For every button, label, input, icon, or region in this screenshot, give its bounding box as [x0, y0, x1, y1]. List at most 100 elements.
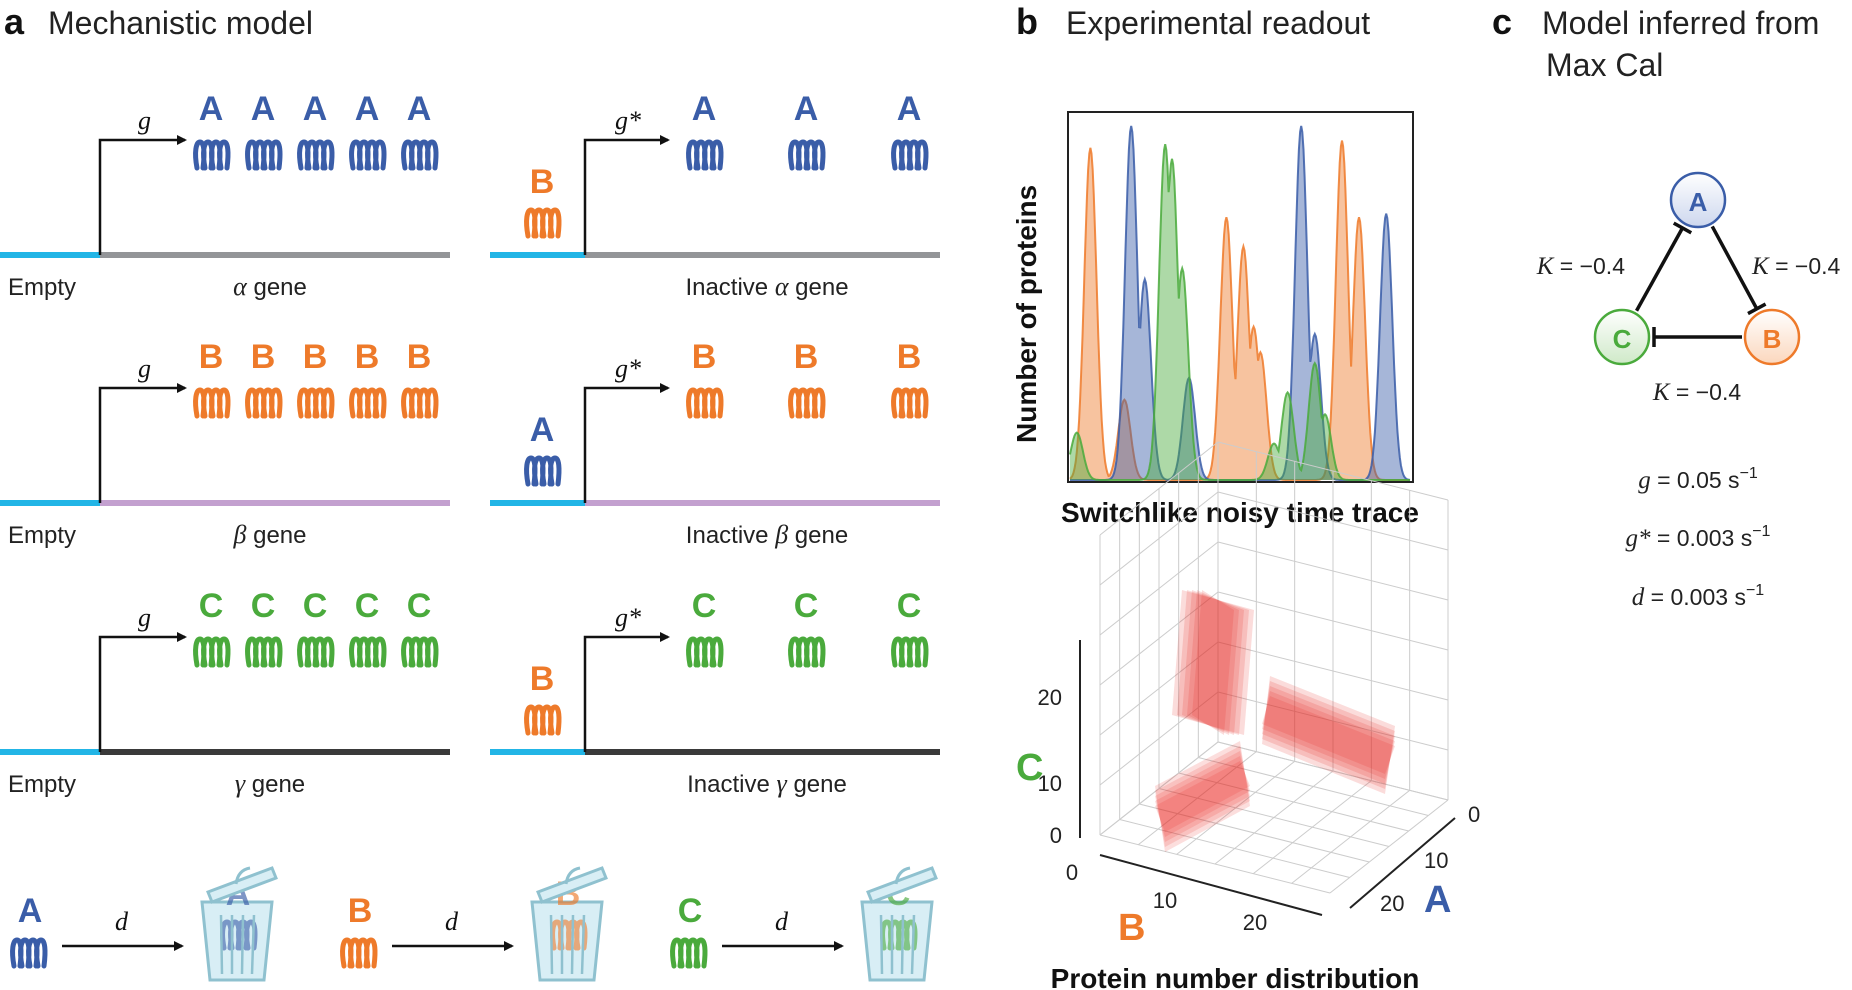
parameter-list: g = 0.05 s−1g* = 0.003 s−1d = 0.003 s−1	[1626, 465, 1771, 611]
inactive-word: Inactive	[685, 274, 774, 301]
protein-coil-icon	[788, 636, 826, 668]
protein-letter: B	[692, 338, 717, 376]
density-cell	[1155, 741, 1250, 852]
trash-lid	[206, 866, 278, 904]
empty-label: Empty	[8, 274, 76, 301]
protein-coil-icon	[891, 139, 929, 171]
trash-rib	[910, 914, 916, 975]
panel-c-title-line1: Model inferred from	[1542, 5, 1819, 41]
trash-handle	[234, 866, 251, 885]
protein-coil-icon	[297, 387, 335, 419]
gene-label: β gene	[232, 520, 306, 549]
gene-word: gene	[246, 522, 306, 549]
coupling-value: = −0.4	[1553, 253, 1625, 279]
trace-line	[1069, 140, 1410, 481]
gene-word: gene	[788, 274, 848, 301]
coil-shape	[349, 139, 387, 171]
coupling-var: K	[1751, 253, 1770, 280]
gene-symbol: β	[232, 520, 246, 549]
protein-letter: A	[303, 90, 328, 128]
tick-C: 0	[1050, 823, 1062, 848]
empty-label: Empty	[8, 771, 76, 798]
trash-can-icon: C	[860, 866, 938, 982]
degradation-rate: d	[115, 907, 129, 936]
rate-parameter: g = 0.05 s−1	[1638, 465, 1758, 494]
grid-line	[1291, 789, 1410, 884]
parameter-value: = 0.003 s	[1644, 584, 1746, 610]
protein-letter: A	[355, 90, 380, 128]
coil-shape	[297, 139, 335, 171]
trace-xlabel: Switchlike noisy time trace	[1061, 497, 1419, 528]
density-cell	[1262, 691, 1395, 779]
inactive-rate-label: g*	[615, 603, 641, 632]
coupling-label: K = −0.4	[1751, 253, 1841, 280]
parameter-var: d	[1632, 584, 1645, 611]
trace-series-group	[1069, 125, 1411, 481]
protein-coil-icon	[193, 636, 231, 668]
protein-letter: C	[303, 587, 328, 625]
density-cell	[1155, 746, 1250, 847]
parameter-exponent: −1	[1746, 582, 1764, 599]
promoter-arrow-icon	[583, 135, 670, 255]
inactive-word: Inactive	[686, 522, 775, 549]
parameter-value: = 0.003 s	[1651, 525, 1753, 551]
coil-shape	[670, 937, 708, 969]
tick-A: 0	[1468, 802, 1480, 827]
density-cell	[1262, 686, 1395, 784]
parameter-value: = 0.05 s	[1651, 467, 1740, 493]
trash-rib	[219, 914, 224, 975]
protein-coil-icon	[891, 387, 929, 419]
protein-letter: B	[407, 338, 432, 376]
coupling-var: K	[1536, 253, 1555, 280]
coil-shape	[788, 139, 826, 171]
protein-letter: A	[407, 90, 432, 128]
coupling-var: K	[1652, 379, 1671, 406]
coupling-value: = −0.4	[1769, 253, 1841, 279]
protein-coil-icon	[349, 387, 387, 419]
back-walls	[1099, 441, 1449, 836]
trash-lid	[536, 866, 608, 904]
time-trace-plot: Number of proteins Switchlike noisy time…	[1011, 111, 1419, 528]
edge-bar	[1747, 302, 1767, 316]
protein-letter: B	[199, 338, 224, 376]
gene-label: α gene	[233, 272, 307, 301]
time-trace-frame	[1067, 111, 1414, 483]
grid-line	[1253, 780, 1372, 875]
panel-b: b Experimental readout Number of protein…	[1011, 1, 1480, 990]
node-circle	[1743, 308, 1801, 366]
tick-C: 20	[1038, 685, 1062, 710]
inactive-rate-label: g*	[615, 106, 641, 135]
protein-coil-icon	[686, 139, 724, 171]
trash-rib	[879, 914, 884, 975]
density-cell	[1262, 681, 1395, 789]
coil-shape	[245, 636, 283, 668]
node-label: A	[1689, 187, 1708, 217]
edge-bar	[1672, 221, 1693, 235]
empty-label: Empty	[8, 522, 76, 549]
protein-letter: A	[692, 90, 717, 128]
coil-shape	[524, 207, 562, 239]
coil-shape	[10, 937, 48, 969]
coil-shape	[193, 387, 231, 419]
network-node-B: B	[1743, 308, 1801, 366]
active-rate-label: g	[138, 106, 151, 135]
protein-letter: A	[251, 90, 276, 128]
coil-shape	[297, 387, 335, 419]
repression-edge: K = −0.4	[1536, 221, 1693, 312]
gene-symbol: α	[233, 272, 248, 301]
coil-shape	[880, 919, 918, 951]
gene-word: gene	[788, 522, 848, 549]
panel-c-title-line2: Max Cal	[1546, 47, 1663, 83]
panel-a-title: Mechanistic model	[48, 5, 313, 41]
protein-coil-icon	[891, 636, 929, 668]
protein-letter: C	[355, 587, 380, 625]
coil-shape	[891, 387, 929, 419]
density-cell	[1192, 590, 1234, 735]
protein-coil-icon	[245, 139, 283, 171]
gene-word: gene	[247, 274, 307, 301]
